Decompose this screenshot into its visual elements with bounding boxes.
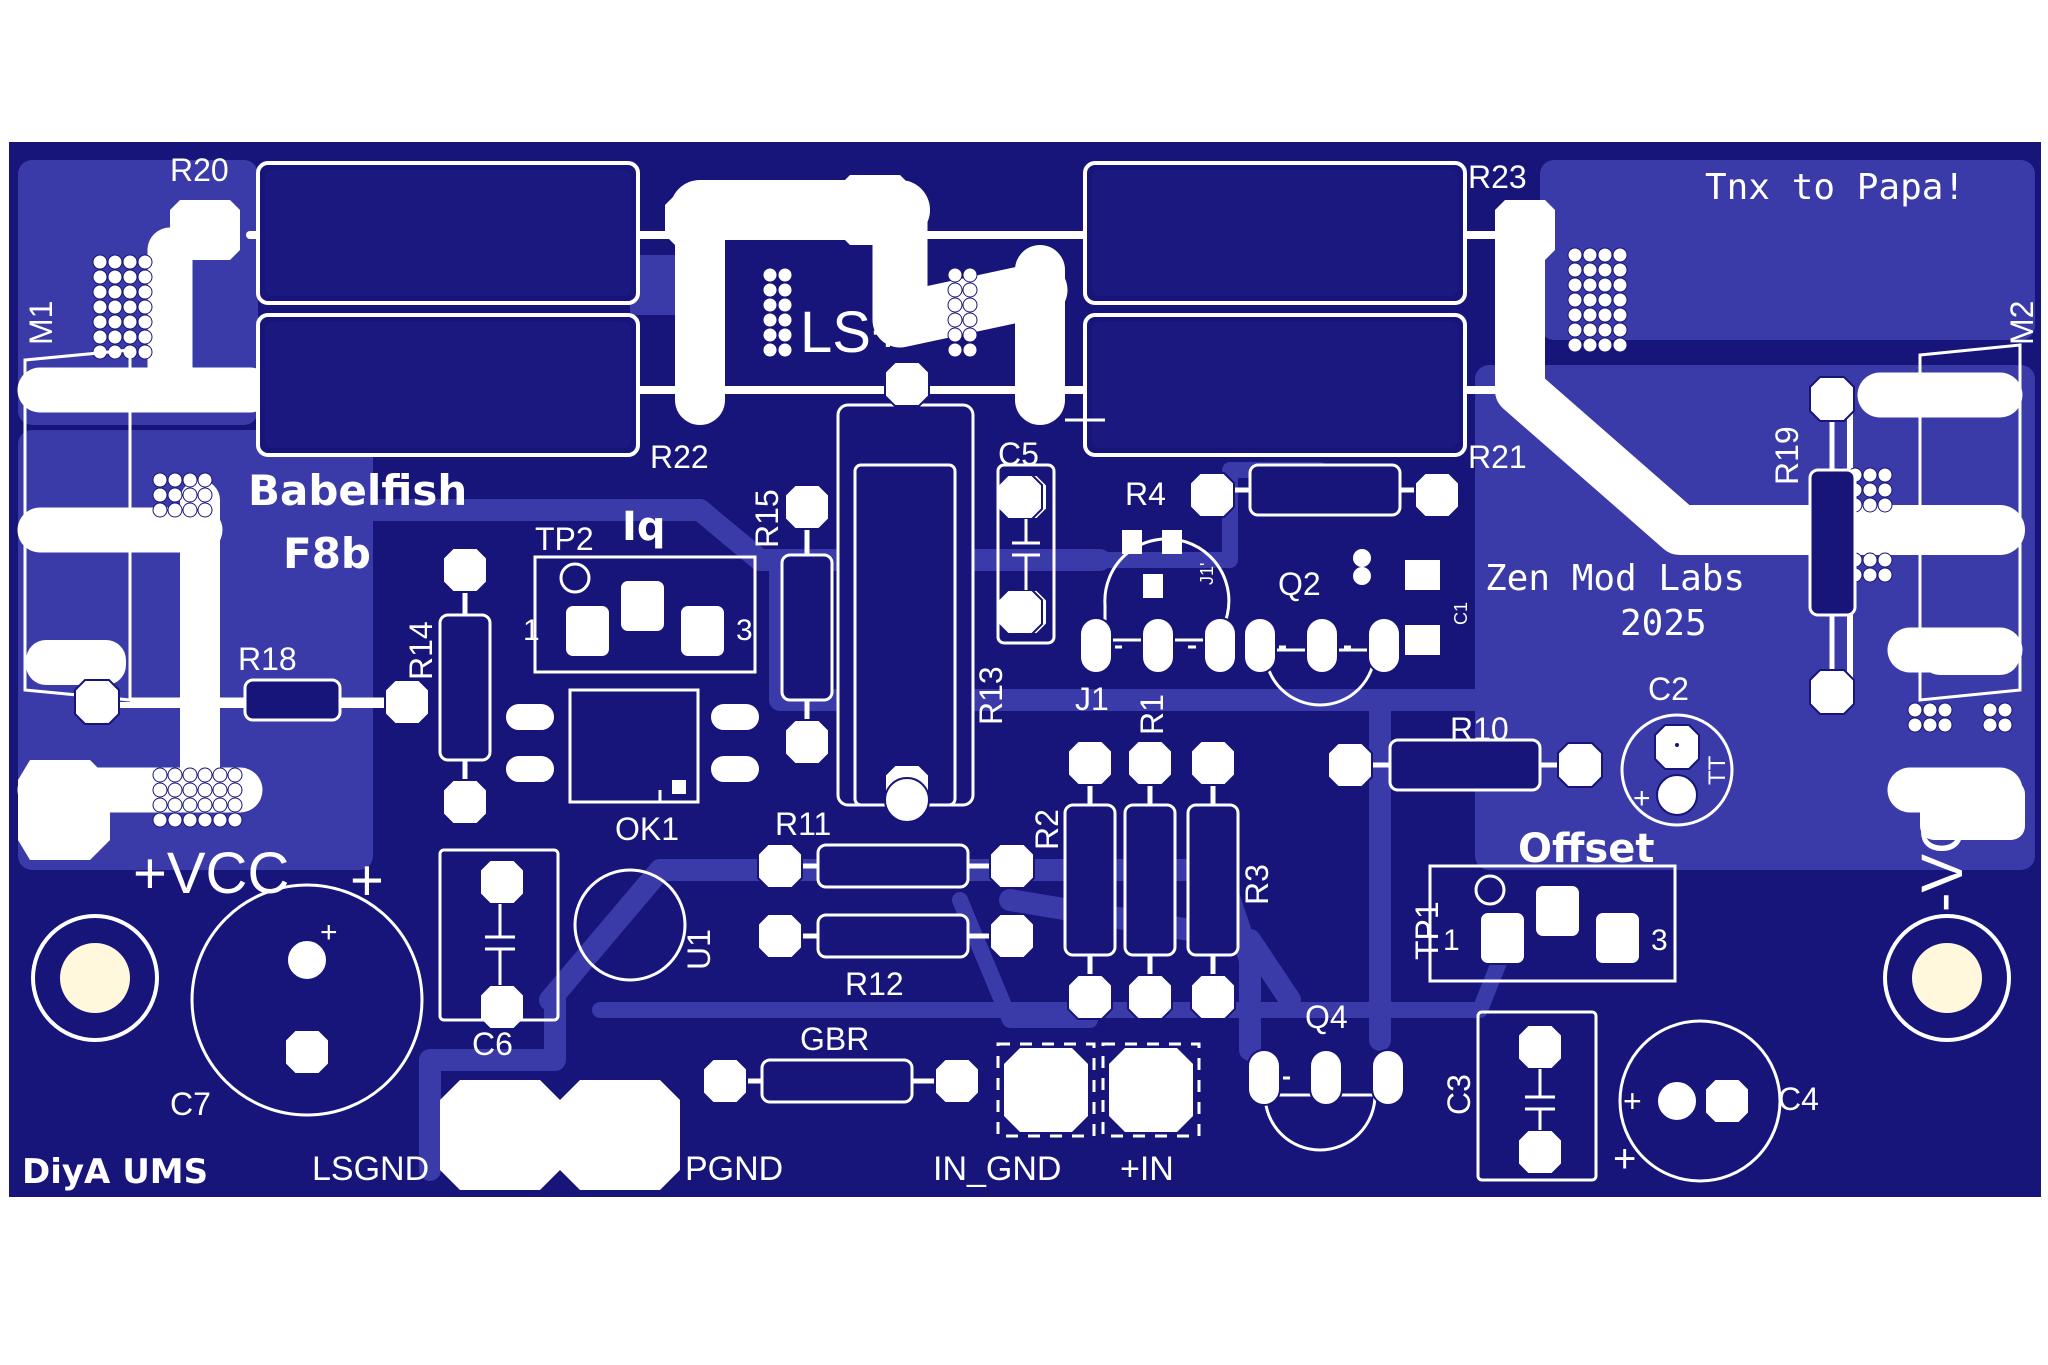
round-pads (286, 743, 1698, 1122)
board-subtitle: F8b (283, 529, 371, 578)
refdes-r21: R21 (1468, 439, 1527, 475)
silk-marks (658, 645, 1351, 1080)
input-connectors (996, 1042, 1201, 1138)
c2-plus: + (1633, 782, 1651, 815)
pin3-label-tp2: 3 (736, 614, 753, 647)
refdes-c7: C7 (170, 1086, 211, 1122)
refdes-tt: TT (1704, 755, 1731, 785)
c7-plus: + (320, 916, 338, 949)
refdes-u1: U1 (681, 929, 717, 970)
thanks-text: Tnx to Papa! (1705, 167, 1965, 208)
refdes-r1: R1 (1134, 694, 1170, 735)
offset-label: Offset (1518, 826, 1654, 872)
active-outlines (533, 418, 1677, 1152)
refdes-r2: R2 (1029, 809, 1065, 850)
year-text: 2025 (1620, 603, 1707, 644)
refdes-tp1: TP1 (1409, 901, 1445, 960)
plus-vcc-label: +VCC (133, 841, 289, 906)
oval-pads (504, 617, 1405, 1106)
refdes-r10: R10 (1450, 711, 1509, 747)
in-gnd-label: IN_GND (933, 1150, 1061, 1188)
plus-in-label: +IN (1120, 1150, 1174, 1188)
refdes-j1-prime: J1' (1197, 563, 1217, 585)
refdes-j1: J1 (1075, 681, 1109, 717)
refdes-r13: R13 (973, 666, 1009, 725)
refdes-c4: C4 (1778, 1081, 1819, 1117)
refdes-r23: R23 (1468, 159, 1527, 195)
mounting-holes (31, 914, 2011, 1042)
pin3-label-tp1: 3 (1651, 924, 1668, 957)
power-pads (18, 175, 2025, 1190)
ls-plus-label: LS+ (800, 300, 905, 365)
refdes-gbr: GBR (800, 1021, 869, 1057)
refdes-c3: C3 (1441, 1074, 1477, 1115)
power-resistors (256, 161, 1467, 457)
signal-resistors (243, 403, 1857, 1104)
refdes-r11: R11 (775, 806, 831, 842)
pin1-label-tp1: 1 (1443, 924, 1460, 957)
refdes-c2: C2 (1648, 671, 1689, 707)
refdes-r19: R19 (1769, 426, 1805, 485)
refdes-tp2: TP2 (535, 521, 594, 557)
iq-label: Iq (622, 504, 666, 550)
octagon-pads (74, 361, 1855, 1175)
refdes-r3: R3 (1239, 864, 1275, 905)
pin1-label-tp2: 1 (523, 614, 540, 647)
plus-vcc-sign: + (350, 848, 384, 913)
smd-pads (672, 530, 1440, 794)
refdes-c1: C1 (1451, 602, 1471, 625)
refdes-r4: R4 (1125, 476, 1166, 512)
refdes-r15: R15 (749, 489, 785, 548)
refdes-q2: Q2 (1278, 566, 1321, 602)
c4-plus-inner: + (1623, 1083, 1642, 1119)
refdes-m2: M2 (2004, 301, 2040, 345)
refdes-c6: C6 (472, 1026, 513, 1062)
minus-vcc-label: -VCC (1910, 770, 1975, 912)
refdes-r18: R18 (238, 641, 297, 677)
refdes-r14: R14 (403, 621, 439, 680)
lsgnd-label: LSGND (312, 1150, 429, 1188)
c4-plus-outer: + (1613, 1137, 1636, 1181)
refdes-c5: C5 (998, 436, 1039, 472)
trimmer-pads (559, 562, 1641, 965)
maker-text: Zen Mod Labs (1485, 558, 1745, 599)
refdes-r20: R20 (170, 152, 229, 188)
refdes-q4: Q4 (1305, 999, 1348, 1035)
refdes-ok1: OK1 (615, 811, 679, 847)
refdes-m1: M1 (23, 301, 59, 345)
board-title: Babelfish (248, 466, 467, 515)
pgnd-label: PGND (685, 1150, 783, 1188)
refdes-r12: R12 (845, 966, 904, 1002)
credit-text: DiyA UMS (22, 1152, 208, 1192)
refdes-r22: R22 (650, 439, 709, 475)
capacitor-outlines (190, 463, 1782, 1183)
